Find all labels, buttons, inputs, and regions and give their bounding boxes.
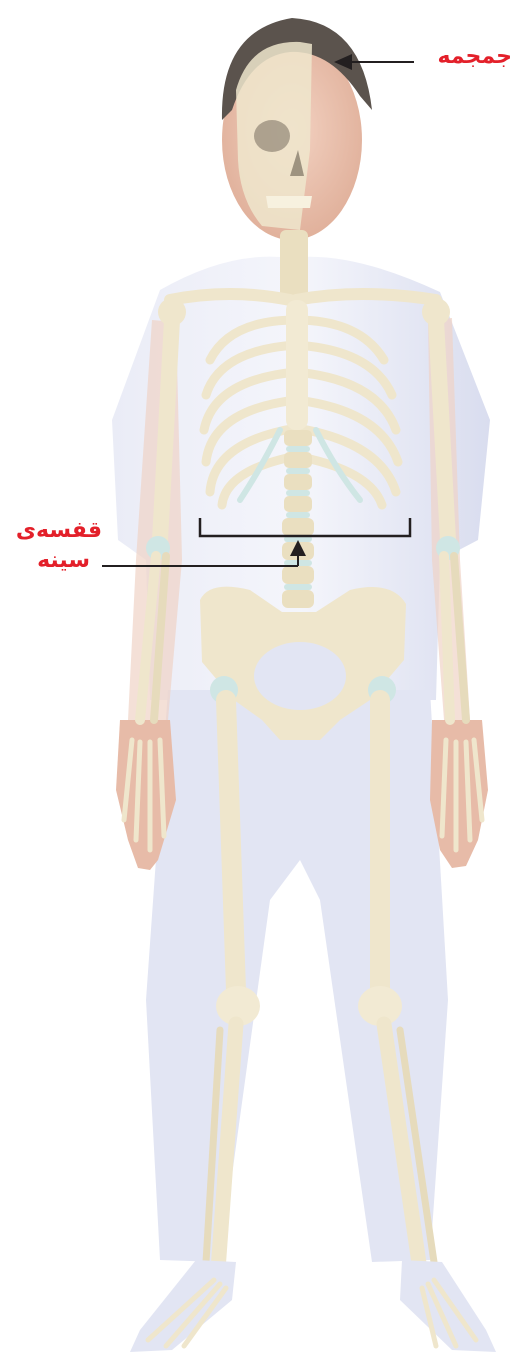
foot-right <box>400 1260 496 1352</box>
ribcage-label-line1: قفسه‌ی <box>16 518 102 543</box>
clavicle-right <box>296 294 436 300</box>
eye-socket <box>254 120 290 152</box>
ribcage-label-line2: سینه <box>37 548 90 573</box>
pelvic-inlet <box>254 642 346 710</box>
skull-label: جمجمه <box>437 44 512 69</box>
teeth <box>266 196 312 208</box>
radius-right <box>444 556 450 720</box>
femur-left <box>226 700 236 990</box>
cervical-spine <box>280 230 308 300</box>
clavicle-left <box>170 294 290 300</box>
spine <box>282 430 314 608</box>
sternum <box>286 300 308 430</box>
